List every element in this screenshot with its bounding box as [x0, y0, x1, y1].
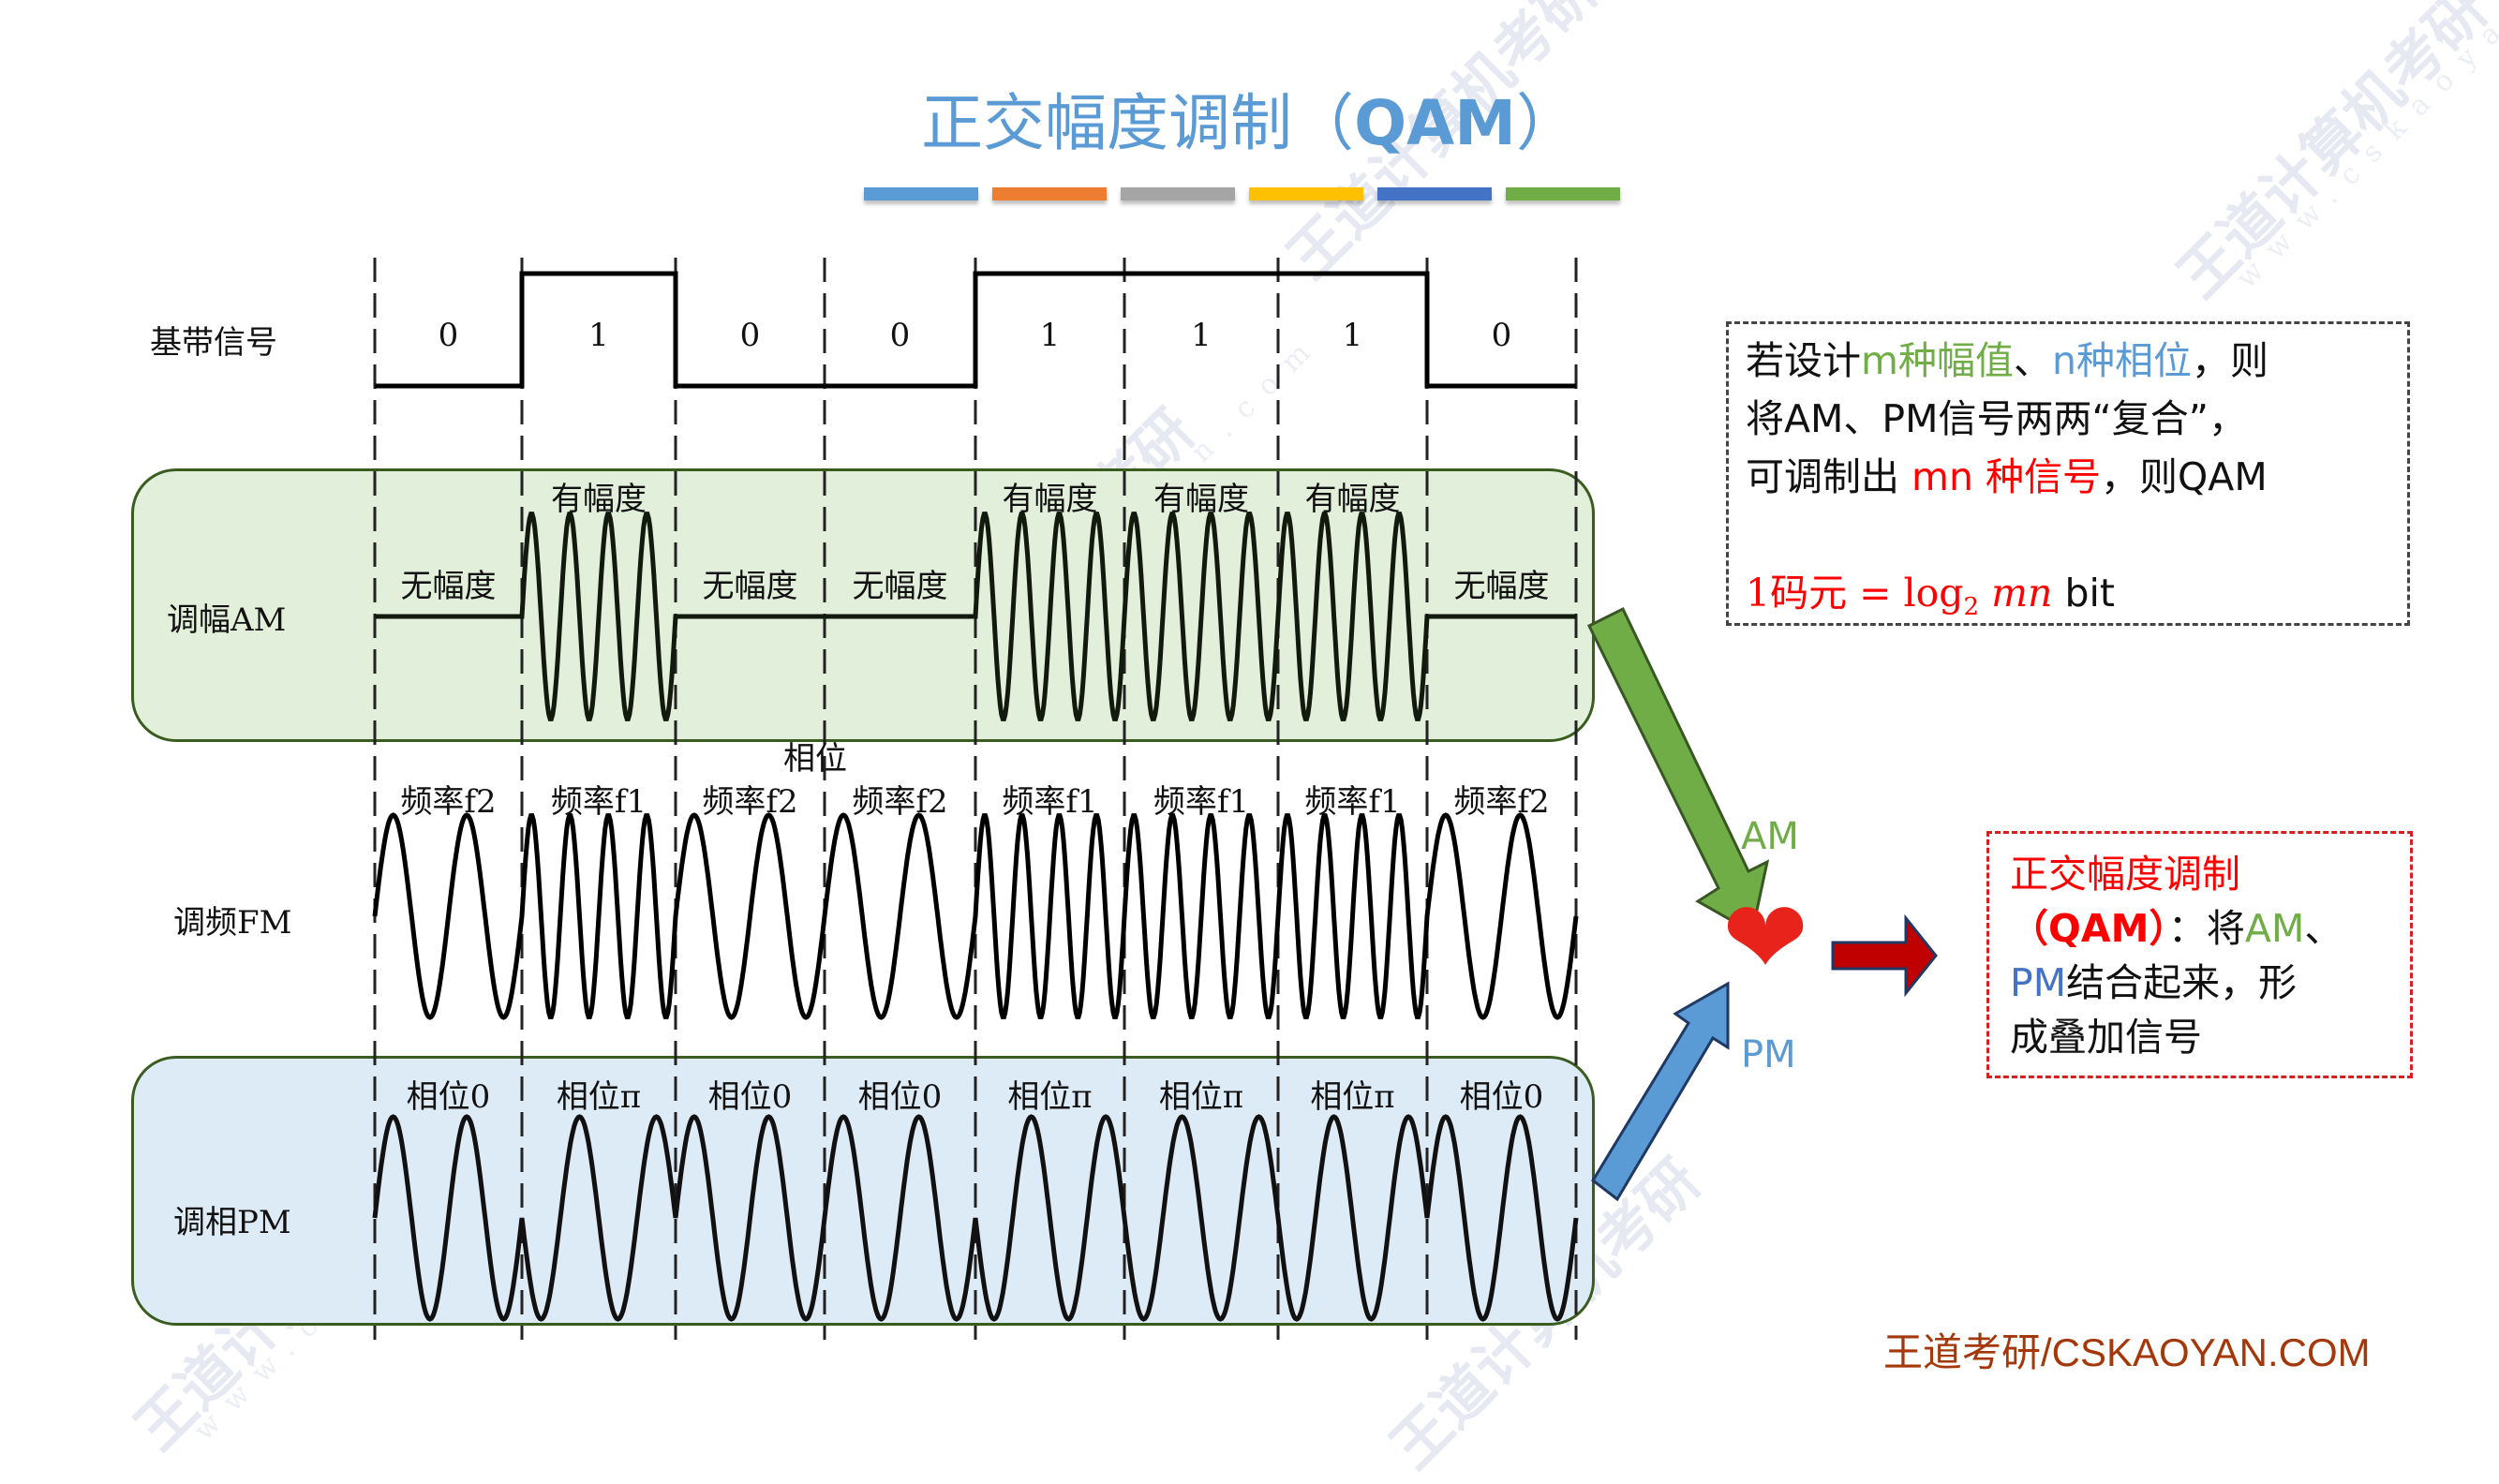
note1-line3: 可调制出 mn 种信号，则QAM [1746, 454, 2268, 499]
note2-line4: 成叠加信号 [2010, 1015, 2202, 1060]
fm-segment-label: 频率f1 [1304, 783, 1401, 821]
bit-label: 1 [588, 317, 609, 354]
bit-label: 0 [739, 317, 761, 354]
row-label-baseband: 基带信号 [150, 324, 277, 362]
bit-label: 0 [438, 317, 459, 354]
fm-extra-label: 相位 [783, 740, 847, 778]
pm-segment-label: 相位π [1007, 1078, 1093, 1116]
pm-segment-label: 相位π [1310, 1078, 1395, 1116]
title-color-bar [1377, 187, 1492, 200]
fm-segment-label: 频率f2 [400, 783, 497, 821]
row-label-am: 调幅AM [167, 601, 287, 639]
am-segment-label: 有幅度 [1304, 481, 1401, 518]
bit-boundary-lines [373, 258, 1578, 1340]
am-segment-label: 有幅度 [1153, 481, 1249, 518]
pm-segment-label: 相位π [1158, 1078, 1244, 1116]
row-label-pm: 调相PM [173, 1204, 291, 1241]
bit-label: 1 [1039, 317, 1061, 354]
fm-segment-label: 频率f1 [550, 783, 647, 821]
title-color-bar [1249, 187, 1363, 200]
note2-line2: （QAM）：将AM、 [2010, 906, 2343, 951]
pm-segment-label: 相位0 [857, 1078, 943, 1116]
title-main: 正交幅度调制（ [921, 87, 1355, 159]
bit-label: 1 [1191, 317, 1212, 354]
fm-segment-label: 频率f2 [702, 783, 798, 821]
baseband-waveform [375, 271, 1576, 389]
bit-label: 1 [1342, 317, 1363, 354]
pm-waveform [372, 1114, 1579, 1322]
pm-segment-label: 相位0 [406, 1078, 491, 1116]
fm-segment-label: 频率f2 [852, 783, 948, 821]
pm-segment-label: 相位π [556, 1078, 642, 1116]
heart-icon: ❤ [1722, 878, 1809, 998]
output-arrow [1831, 913, 1938, 998]
pm-segment-label: 相位0 [707, 1078, 793, 1116]
pm-arrow [1591, 981, 1730, 1202]
am-arrow [1586, 606, 1770, 935]
fm-waveform [372, 812, 1579, 1020]
signal-diagram [372, 258, 1938, 1340]
am-segment-label: 有幅度 [1002, 481, 1098, 518]
am-waveform [375, 512, 1576, 721]
am-segment-label: 无幅度 [400, 568, 497, 605]
am-segment-label: 无幅度 [852, 568, 948, 605]
am-segment-label: 无幅度 [1453, 568, 1550, 605]
am-segment-label: 无幅度 [702, 568, 798, 605]
am-segment-label: 有幅度 [551, 481, 647, 518]
row-label-fm: 调频FM [173, 904, 292, 942]
title-color-bar [992, 187, 1107, 200]
bit-label: 0 [1491, 317, 1512, 354]
title-close: ） [1515, 87, 1578, 159]
pm-tag: PM [1741, 1033, 1796, 1076]
title-abbr: QAM [1354, 87, 1516, 159]
am-tag: AM [1741, 815, 1799, 858]
page-title: 正交幅度调制（QAM） [0, 73, 2499, 163]
fm-segment-label: 频率f2 [1453, 783, 1550, 821]
footer-brand: 王道考研/CSKAOYAN.COM [1883, 1330, 2371, 1374]
note1-line2: 将AM、PM信号两两“复合”， [1746, 396, 2248, 441]
fm-segment-label: 频率f1 [1002, 783, 1098, 821]
bit-label: 0 [889, 317, 911, 354]
note1-line1: 若设计m种幅值、n种相位，则 [1746, 338, 2268, 383]
fm-segment-label: 频率f1 [1153, 783, 1250, 821]
note1-formula: 1码元 = log2 mn bit [1746, 571, 2115, 622]
qam-definition-note: 正交幅度调制 （QAM）：将AM、 PM结合起来，形 成叠加信号 [1986, 831, 2413, 1078]
title-color-bar [864, 187, 978, 200]
title-color-bar [1506, 187, 1620, 200]
note2-title: 正交幅度调制 [2010, 852, 2240, 897]
qam-formula-note: 若设计m种幅值、n种相位，则 将AM、PM信号两两“复合”， 可调制出 mn 种… [1726, 321, 2410, 626]
note2-line3: PM结合起来，形 [2010, 960, 2298, 1005]
title-color-bar [1121, 187, 1235, 200]
pm-segment-label: 相位0 [1459, 1078, 1544, 1116]
